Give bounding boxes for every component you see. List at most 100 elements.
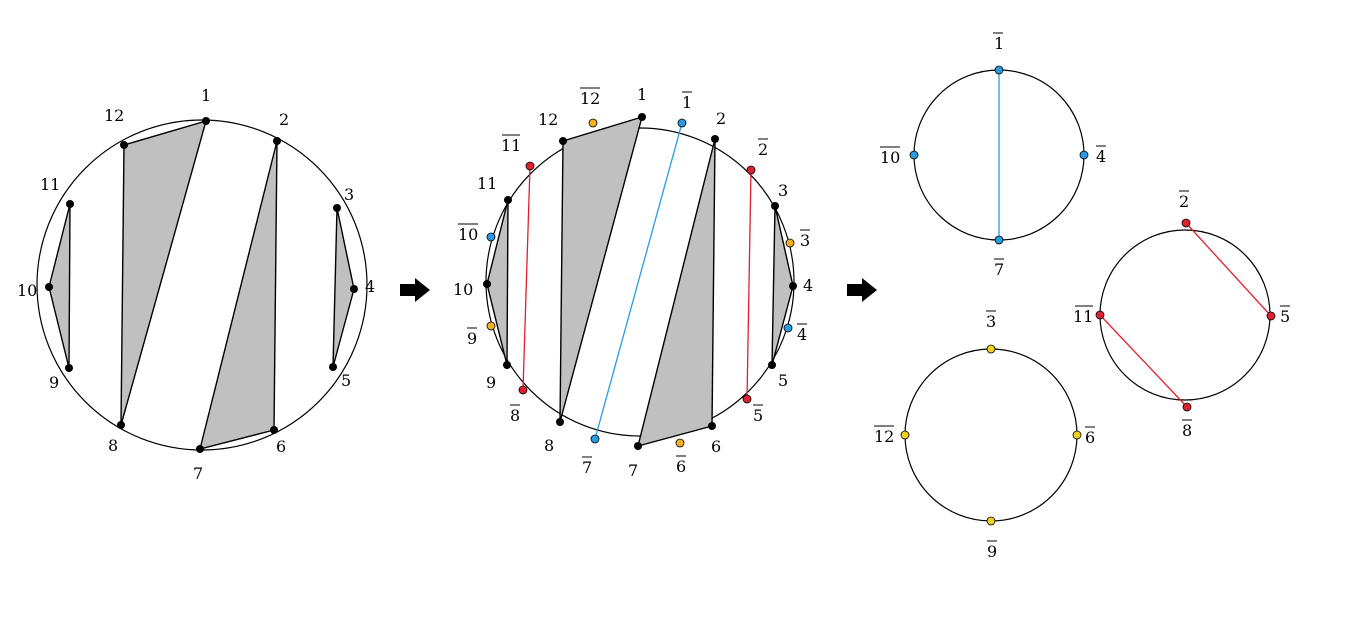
figure-1-original-partition: 1 2 3 4 5 6 7 8 9 10 11 12 bbox=[17, 86, 375, 483]
fig2-point-2 bbox=[711, 135, 719, 143]
fig2-point-6 bbox=[708, 422, 716, 430]
fig2-label-4: 4 bbox=[803, 276, 813, 295]
fig2-bar-point-6 bbox=[675, 438, 685, 448]
fig2-block-3-4-5 bbox=[771, 205, 794, 366]
yellow-point-12 bbox=[900, 430, 910, 440]
arrow-2-icon bbox=[847, 278, 877, 302]
blue-points bbox=[909, 65, 1089, 245]
fig2-bar-point-8 bbox=[518, 385, 528, 395]
yellow-points bbox=[900, 344, 1082, 526]
fig2-point-12 bbox=[559, 137, 567, 145]
red-point-2 bbox=[1181, 218, 1191, 228]
fig2-bar-label-8: 8 bbox=[510, 404, 520, 425]
svg-text:8: 8 bbox=[510, 406, 520, 425]
fig2-bar-point-7 bbox=[590, 434, 600, 444]
fig2-bar-label-2: 2 bbox=[758, 138, 768, 159]
fig2-bar-point-4 bbox=[783, 323, 793, 333]
fig1-label-1: 1 bbox=[201, 86, 211, 105]
svg-text:2: 2 bbox=[758, 140, 768, 159]
fig2-point-8 bbox=[556, 418, 564, 426]
fig2-point-1 bbox=[638, 113, 646, 121]
fig1-label-7: 7 bbox=[193, 464, 203, 483]
fig2-bar-point-2 bbox=[746, 165, 756, 175]
fig2-block-11-10-9 bbox=[486, 199, 509, 366]
fig1-circle bbox=[36, 119, 368, 451]
fig2-chord-2-5 bbox=[746, 169, 752, 400]
fig1-point-11 bbox=[66, 200, 74, 208]
blue-point-1 bbox=[994, 65, 1004, 75]
fig2-points bbox=[483, 113, 797, 450]
red-chord-11-8 bbox=[1099, 314, 1188, 408]
svg-text:4: 4 bbox=[797, 325, 807, 344]
fig1-point-5 bbox=[329, 363, 337, 371]
svg-text:11: 11 bbox=[1073, 307, 1093, 326]
svg-text:6: 6 bbox=[676, 457, 686, 476]
svg-text:8: 8 bbox=[1182, 421, 1192, 440]
fig2-bar-point-3 bbox=[785, 238, 795, 248]
fig1-block-2-7-6 bbox=[199, 140, 278, 450]
fig2-point-10 bbox=[483, 280, 491, 288]
fig2-point-4 bbox=[789, 282, 797, 290]
fig1-label-2: 2 bbox=[279, 110, 289, 129]
yellow-label-3: 3 bbox=[986, 310, 996, 331]
red-label-8: 8 bbox=[1182, 419, 1192, 440]
arrow-1-icon bbox=[400, 278, 430, 302]
fig2-block-2-7-6 bbox=[637, 138, 716, 447]
yellow-circle bbox=[904, 348, 1078, 522]
fig2-bar-label-9: 9 bbox=[467, 327, 477, 348]
fig1-point-3 bbox=[333, 204, 341, 212]
fig2-bar-label-10: 10 bbox=[458, 223, 478, 244]
svg-text:5: 5 bbox=[1280, 307, 1290, 326]
svg-text:2: 2 bbox=[1179, 192, 1189, 211]
blue-label-10: 10 bbox=[880, 146, 900, 167]
fig2-label-8: 8 bbox=[544, 436, 554, 455]
blue-class-circle: 1 4 7 10 bbox=[880, 32, 1106, 279]
svg-text:1: 1 bbox=[994, 34, 1004, 53]
svg-text:12: 12 bbox=[874, 427, 894, 446]
red-chords bbox=[1099, 222, 1272, 408]
fig1-point-8 bbox=[117, 421, 125, 429]
blue-point-4 bbox=[1079, 150, 1089, 160]
svg-text:10: 10 bbox=[458, 225, 478, 244]
yellow-label-6: 6 bbox=[1085, 426, 1095, 447]
red-point-11 bbox=[1095, 310, 1105, 320]
figure-2-doubled-points: 1 2 3 4 5 6 7 8 9 10 11 12 1 2 3 4 5 bbox=[453, 85, 813, 480]
fig1-point-2 bbox=[273, 137, 281, 145]
fig2-label-11: 11 bbox=[477, 174, 497, 193]
red-label-2: 2 bbox=[1179, 190, 1189, 211]
fig2-bar-point-9 bbox=[486, 321, 496, 331]
fig2-label-6: 6 bbox=[711, 437, 721, 456]
fig1-label-10: 10 bbox=[17, 281, 37, 300]
yellow-label-9: 9 bbox=[987, 540, 997, 561]
fig2-bar-label-5: 5 bbox=[753, 404, 763, 425]
svg-text:5: 5 bbox=[753, 406, 763, 425]
blue-label-4: 4 bbox=[1096, 145, 1106, 166]
fig2-label-10: 10 bbox=[453, 280, 473, 299]
red-point-8 bbox=[1182, 402, 1192, 412]
fig2-point-11 bbox=[504, 196, 512, 204]
fig1-point-6 bbox=[270, 426, 278, 434]
svg-text:9: 9 bbox=[987, 542, 997, 561]
blue-point-7 bbox=[994, 235, 1004, 245]
fig2-bar-label-11: 11 bbox=[501, 134, 521, 155]
fig1-point-7 bbox=[196, 445, 204, 453]
fig1-label-12: 12 bbox=[104, 106, 124, 125]
fig1-block-3-4-5 bbox=[332, 207, 355, 368]
svg-text:11: 11 bbox=[501, 136, 521, 155]
fig2-label-12: 12 bbox=[538, 110, 558, 129]
fig1-point-9 bbox=[65, 364, 73, 372]
fig2-point-3 bbox=[771, 202, 779, 210]
fig2-bar-label-7: 7 bbox=[582, 456, 592, 477]
fig2-block-12-1-8 bbox=[559, 115, 644, 423]
fig2-label-2: 2 bbox=[716, 109, 726, 128]
fig1-block-12-1-8 bbox=[120, 119, 208, 426]
red-chord-2-5 bbox=[1185, 222, 1272, 317]
red-label-11: 11 bbox=[1073, 305, 1093, 326]
fig2-bar-point-5 bbox=[742, 394, 752, 404]
blue-point-10 bbox=[909, 150, 919, 160]
svg-text:7: 7 bbox=[582, 458, 592, 477]
svg-text:9: 9 bbox=[467, 329, 477, 348]
fig2-bar-point-11 bbox=[525, 161, 535, 171]
